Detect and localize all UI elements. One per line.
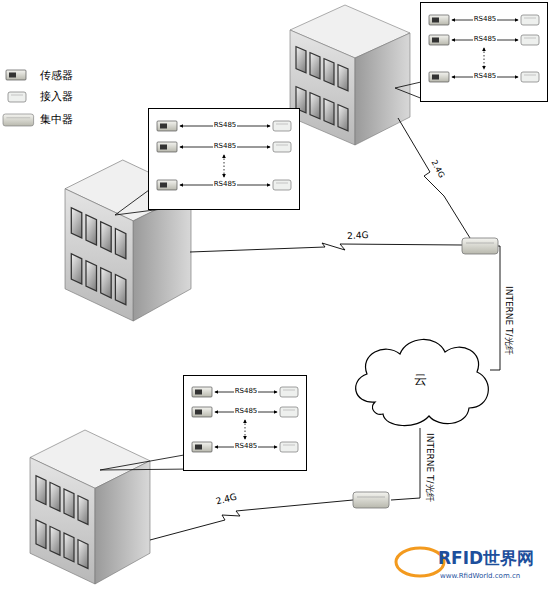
concentrator-icon — [353, 492, 389, 508]
link-label: 2.4G — [214, 492, 239, 507]
watermark: RFID世界网 — [438, 549, 534, 568]
bus-label: RS485 — [234, 443, 259, 451]
ellipsis-arrow — [484, 48, 485, 69]
bus-label: RS485 — [473, 16, 498, 24]
receiver-icon — [273, 142, 291, 152]
legend-text: 传感器 — [40, 70, 73, 82]
callout-box: RS485RS485RS485 — [183, 375, 307, 471]
receiver-icon — [280, 387, 298, 397]
sensor-icon — [429, 72, 449, 82]
receiver-icon — [521, 35, 539, 45]
sensor-icon — [157, 121, 177, 131]
watermark-logo — [396, 548, 444, 576]
sensor-icon — [192, 442, 212, 452]
legend-text: 接入器 — [40, 91, 73, 103]
callout-box: RS485RS485RS485 — [148, 108, 300, 210]
callout-box: RS485RS485RS485 — [420, 2, 548, 102]
receiver-icon — [280, 442, 298, 452]
receiver-icon — [280, 407, 298, 417]
sensor-icon — [192, 387, 212, 397]
link-label: 2.4G — [346, 231, 370, 242]
bus-label: RS485 — [473, 36, 498, 44]
receiver-icon — [521, 72, 539, 82]
sensor-icon — [192, 407, 212, 417]
bus-label: RS485 — [213, 143, 238, 151]
link-label: INTERNE T/光纤 — [503, 285, 513, 356]
bus-label: RS485 — [473, 73, 498, 81]
receiver-icon — [273, 121, 291, 131]
sensor-icon — [157, 142, 177, 152]
cloud-node: 云 — [345, 330, 495, 430]
sensor-icon — [157, 180, 177, 190]
bus-label: RS485 — [213, 181, 238, 189]
receiver-icon — [521, 15, 539, 25]
building — [30, 430, 150, 584]
building — [290, 5, 410, 145]
watermark-url: www.RfidWorld.com.cn — [440, 573, 520, 581]
ellipsis-arrow — [224, 155, 225, 177]
legend-receiver-icon — [8, 92, 26, 102]
ellipsis-arrow — [245, 420, 246, 439]
link-label: INTERNE T/光纤 — [424, 432, 434, 503]
sensor-icon — [429, 15, 449, 25]
legend-sensor-icon — [6, 70, 26, 80]
link-label: 2.4G — [428, 158, 446, 181]
concentrator-icon — [462, 238, 498, 254]
legend-concentrator-icon — [3, 114, 34, 126]
receiver-icon — [273, 180, 291, 190]
bus-label: RS485 — [213, 122, 238, 130]
cloud-label: 云 — [414, 373, 427, 387]
building — [65, 160, 191, 321]
legend-text: 集中器 — [40, 114, 73, 126]
bus-label: RS485 — [234, 388, 259, 396]
sensor-icon — [429, 35, 449, 45]
bus-label: RS485 — [234, 408, 259, 416]
